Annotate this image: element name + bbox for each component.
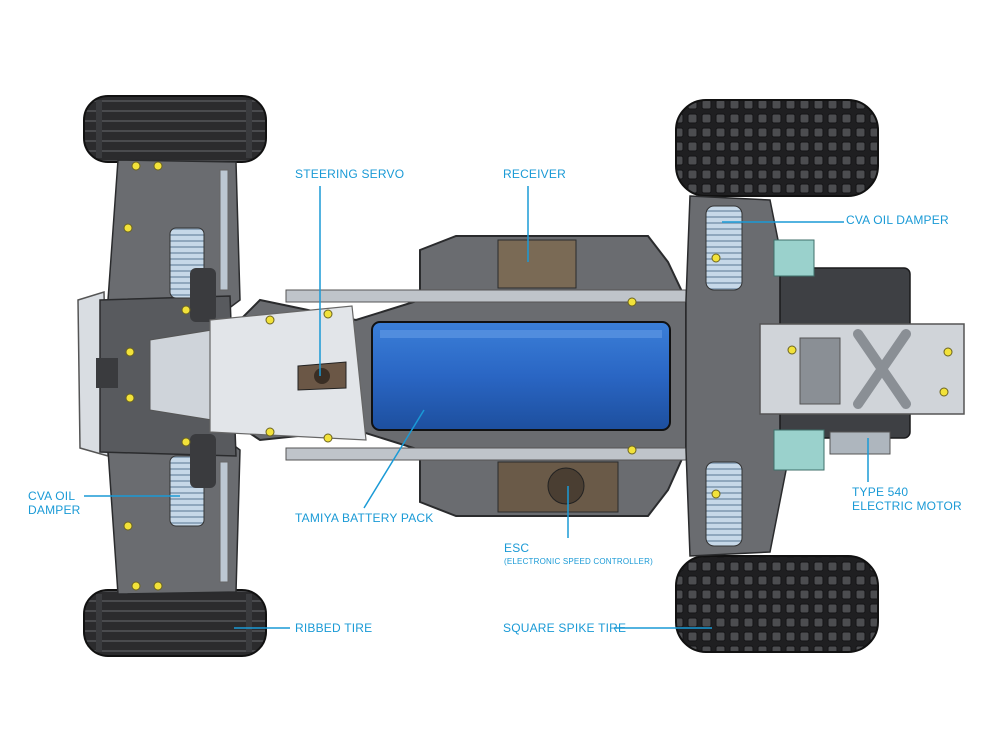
- callout-lines: [84, 186, 869, 629]
- label-esc-subtitle: (ELECTRONIC SPEED CONTROLLER): [504, 557, 653, 566]
- rear-right-tire: [675, 555, 879, 653]
- label-tamiya-battery-pack: TAMIYA BATTERY PACK: [295, 511, 434, 525]
- front-left-tire: [83, 95, 267, 163]
- label-cva-oil-damper-front-line2: DAMPER: [28, 503, 81, 517]
- label-esc: ESC: [504, 541, 530, 555]
- label-steering-servo: STEERING SERVO: [295, 167, 405, 181]
- label-receiver: RECEIVER: [503, 167, 566, 181]
- rear-left-tire: [675, 99, 879, 197]
- label-cva-oil-damper-front-line1: CVA OIL: [28, 489, 76, 503]
- rear-suspension: [685, 195, 965, 557]
- label-square-spike-tire: SQUARE SPIKE TIRE: [503, 621, 627, 635]
- front-right-tire: [83, 589, 267, 657]
- label-ribbed-tire: RIBBED TIRE: [295, 621, 373, 635]
- screws: [123, 161, 953, 591]
- label-cva-oil-damper-rear: CVA OIL DAMPER: [846, 213, 949, 227]
- main-chassis: [209, 235, 687, 517]
- front-suspension: [77, 159, 241, 595]
- label-motor-line1: TYPE 540: [852, 485, 909, 499]
- label-motor-line2: ELECTRIC MOTOR: [852, 499, 962, 513]
